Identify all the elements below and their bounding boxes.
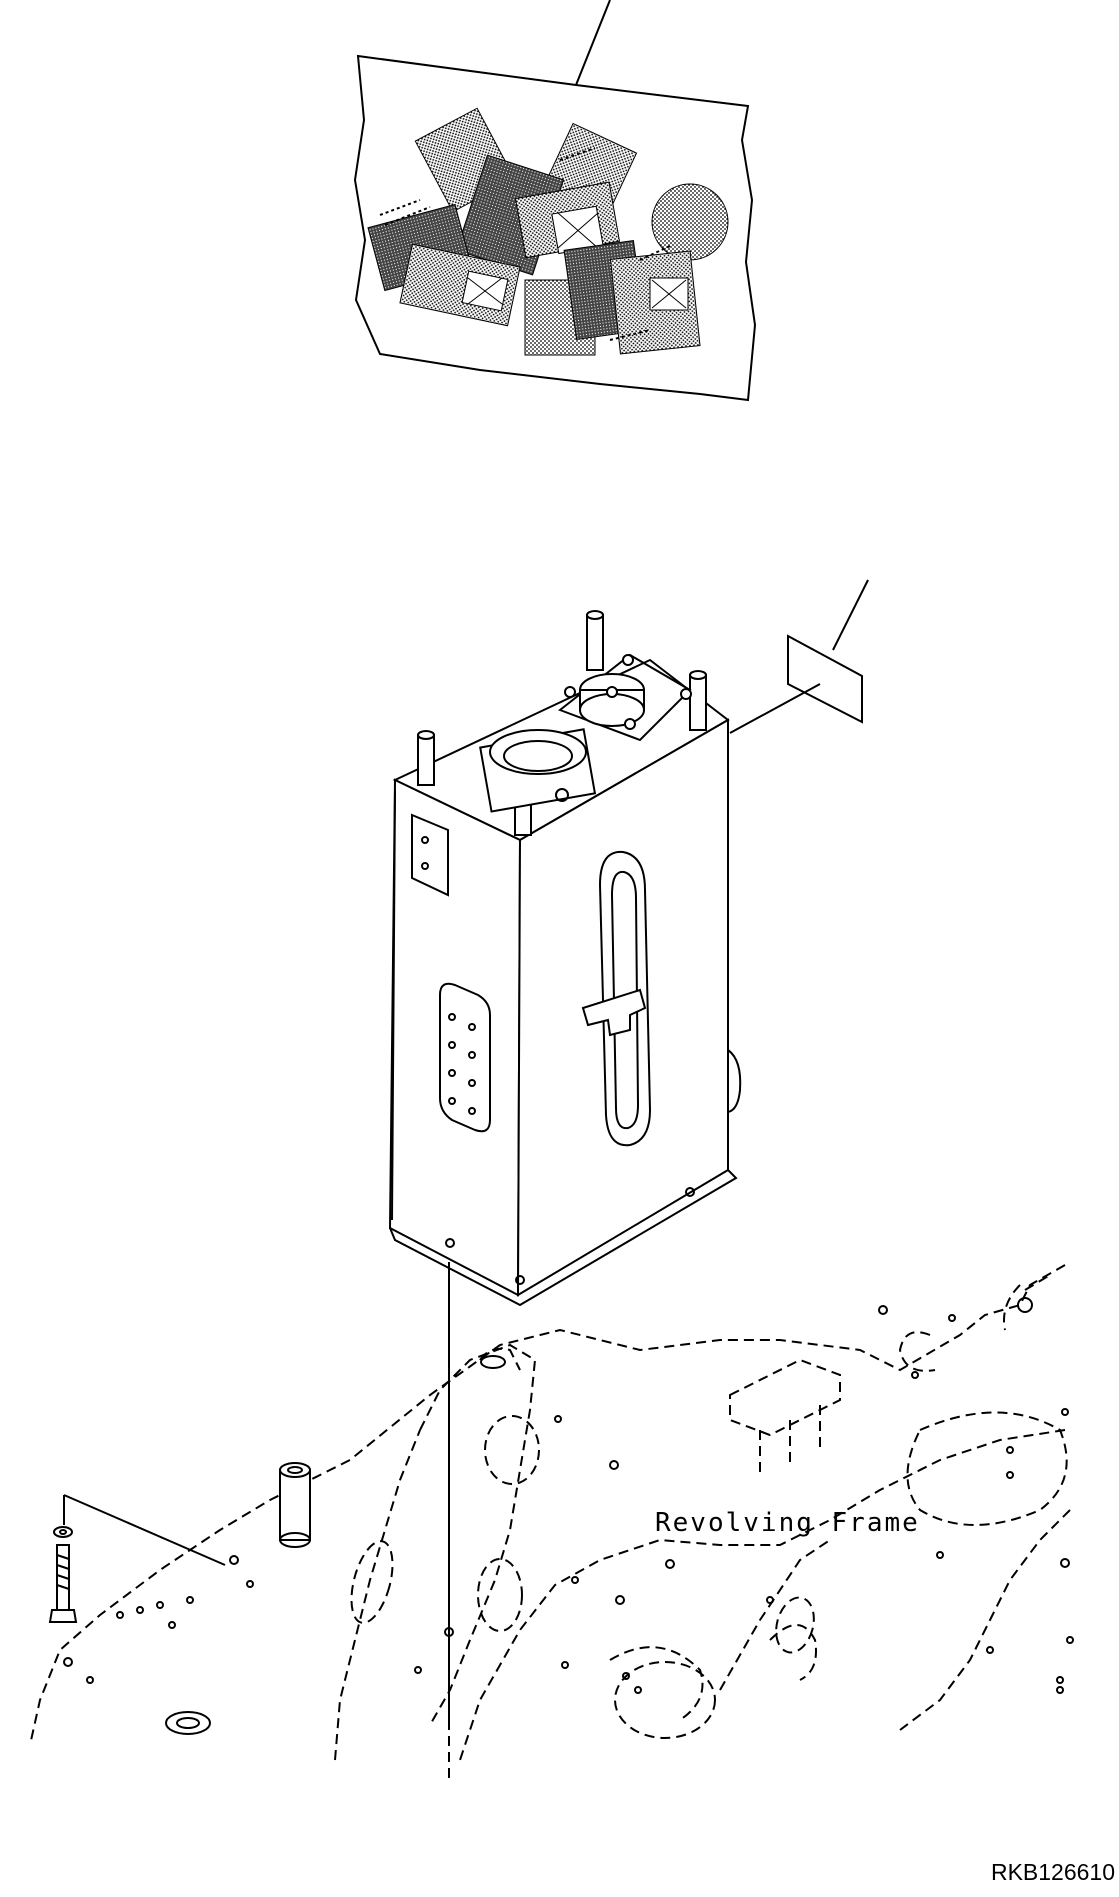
- drawing-number: RKB126610: [990, 1859, 1115, 1885]
- label-pointer-line: [729, 683, 821, 734]
- decal-sheet-leader-line: [575, 0, 611, 86]
- gauge-clamp: [581, 988, 647, 1037]
- tank-mounting-plate: [439, 982, 491, 1133]
- revolving-frame-label: Revolving Frame: [655, 1508, 920, 1538]
- tank-breather-cap: [557, 653, 692, 742]
- tank-filler-port: [479, 728, 597, 813]
- frame-holes: [63, 1305, 1074, 1694]
- tank-side-port: [727, 1049, 742, 1113]
- decal-sheet: [353, 0, 757, 402]
- spacer-collar: [279, 1462, 311, 1548]
- hydraulic-tank: [388, 610, 742, 1307]
- revolving-frame: [29, 1264, 1074, 1761]
- label-plate: [787, 634, 863, 724]
- mounting-bolt: [48, 1494, 226, 1623]
- frame-boss: [165, 1711, 211, 1735]
- label-leader-line: [832, 579, 869, 651]
- caution-label: [729, 579, 869, 734]
- tank-sight-gauge: [581, 850, 652, 1147]
- tank-base-flange: [389, 1169, 738, 1307]
- tank-upper-bracket: [411, 813, 449, 897]
- decal-group: [367, 107, 729, 356]
